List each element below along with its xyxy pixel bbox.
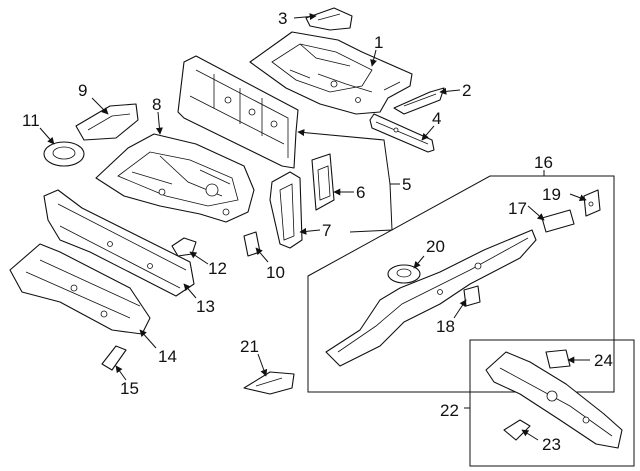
part-24-bracket xyxy=(545,349,571,369)
part-3-small-bracket xyxy=(305,7,353,31)
callout-10: 10 xyxy=(266,263,285,282)
callout-18: 18 xyxy=(436,317,455,336)
part-5-rear-panel xyxy=(177,55,299,169)
part-23-plate xyxy=(503,419,531,441)
part-18-bracket xyxy=(463,285,481,307)
part-21-bracket xyxy=(243,371,295,395)
callout-11: 11 xyxy=(22,111,40,130)
part-17-bracket xyxy=(541,209,575,233)
part-19-plate xyxy=(583,189,601,217)
callout-1: 1 xyxy=(374,33,383,52)
callout-5: 5 xyxy=(402,175,411,194)
part-20-side-rail xyxy=(325,229,537,367)
part-1-rear-floor-pan xyxy=(249,31,413,115)
part-14-floor-reinforcement xyxy=(9,243,151,335)
part-10-clip xyxy=(243,231,261,257)
part-22-rail xyxy=(485,351,623,449)
callout-14: 14 xyxy=(158,347,177,366)
frame-22 xyxy=(469,339,635,467)
callout-12: 12 xyxy=(208,259,227,278)
callout-4: 4 xyxy=(432,109,441,128)
part-6-pillar-bracket xyxy=(311,153,335,211)
callout-15: 15 xyxy=(120,379,139,398)
callout-13: 13 xyxy=(196,297,215,316)
callout-21: 21 xyxy=(240,337,259,356)
callout-20: 20 xyxy=(426,237,445,256)
frame-16 xyxy=(307,175,615,393)
callout-17: 17 xyxy=(508,199,527,218)
callout-8: 8 xyxy=(152,95,161,114)
part-9-bracket xyxy=(75,103,139,141)
callout-24: 24 xyxy=(594,351,613,370)
leader-lines xyxy=(39,13,590,441)
part-4-reinforcement xyxy=(369,113,435,153)
part-11-plug xyxy=(43,141,85,167)
part-12-plate xyxy=(171,237,197,257)
part-8-center-floor-pan xyxy=(95,133,255,223)
callout-9: 9 xyxy=(78,81,87,100)
callout-22: 22 xyxy=(440,401,459,420)
callout-2: 2 xyxy=(462,81,471,100)
part-7-pillar-inner xyxy=(269,171,303,249)
callout-23: 23 xyxy=(542,435,561,454)
callout-3: 3 xyxy=(278,9,287,28)
callout-6: 6 xyxy=(356,183,365,202)
callout-19: 19 xyxy=(542,185,561,204)
callout-16: 16 xyxy=(534,153,553,172)
part-15-plate xyxy=(101,345,127,371)
callout-7: 7 xyxy=(322,221,331,240)
callouts: 3 1 2 4 5 6 7 8 9 11 10 12 13 14 15 16 1… xyxy=(22,9,613,454)
